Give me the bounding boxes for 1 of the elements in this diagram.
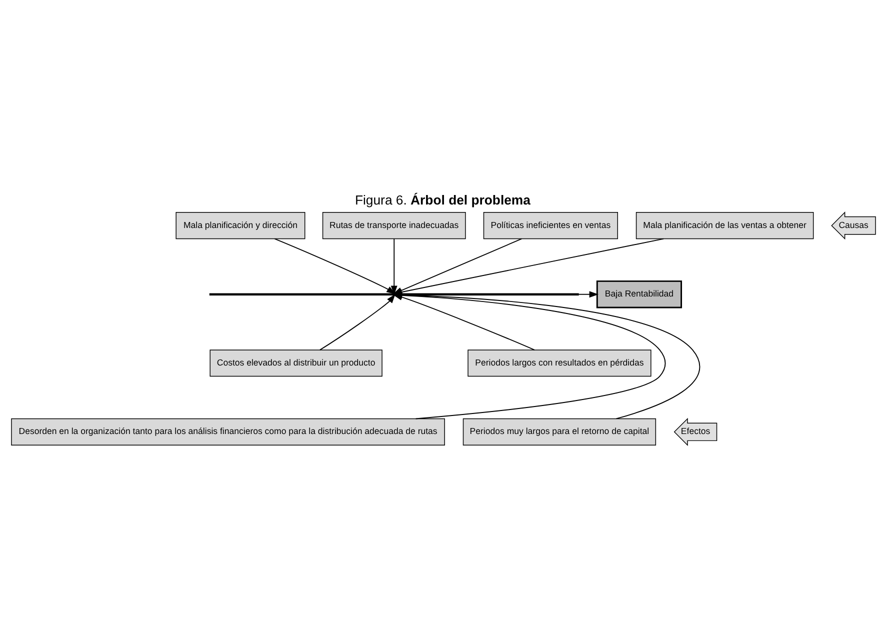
diagram-title: Figura 6. Árbol del problema (354, 192, 530, 208)
